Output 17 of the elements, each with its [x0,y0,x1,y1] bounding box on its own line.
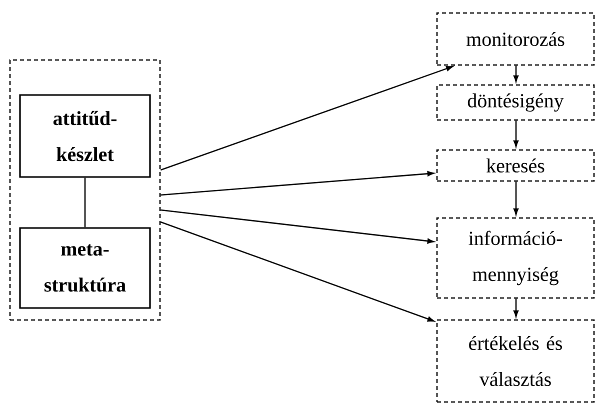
arrow [160,66,453,171]
arrow [160,171,434,196]
step-box: keresés [436,149,595,182]
step-box: döntésigény [436,84,595,121]
arrow [513,298,519,317]
connector-line [84,178,86,228]
step-box: monitorozás [436,12,595,66]
concept-box: attitűd- készlet [19,94,151,178]
arrow [513,182,519,216]
arrow [513,120,519,148]
arrow [160,221,434,322]
arrow [160,209,434,244]
step-box: értékelés és választás [436,319,595,403]
concept-box: meta- struktúra [19,227,151,309]
group-box [9,59,161,321]
step-box: információ- mennyiség [436,217,595,299]
arrow [513,66,519,82]
